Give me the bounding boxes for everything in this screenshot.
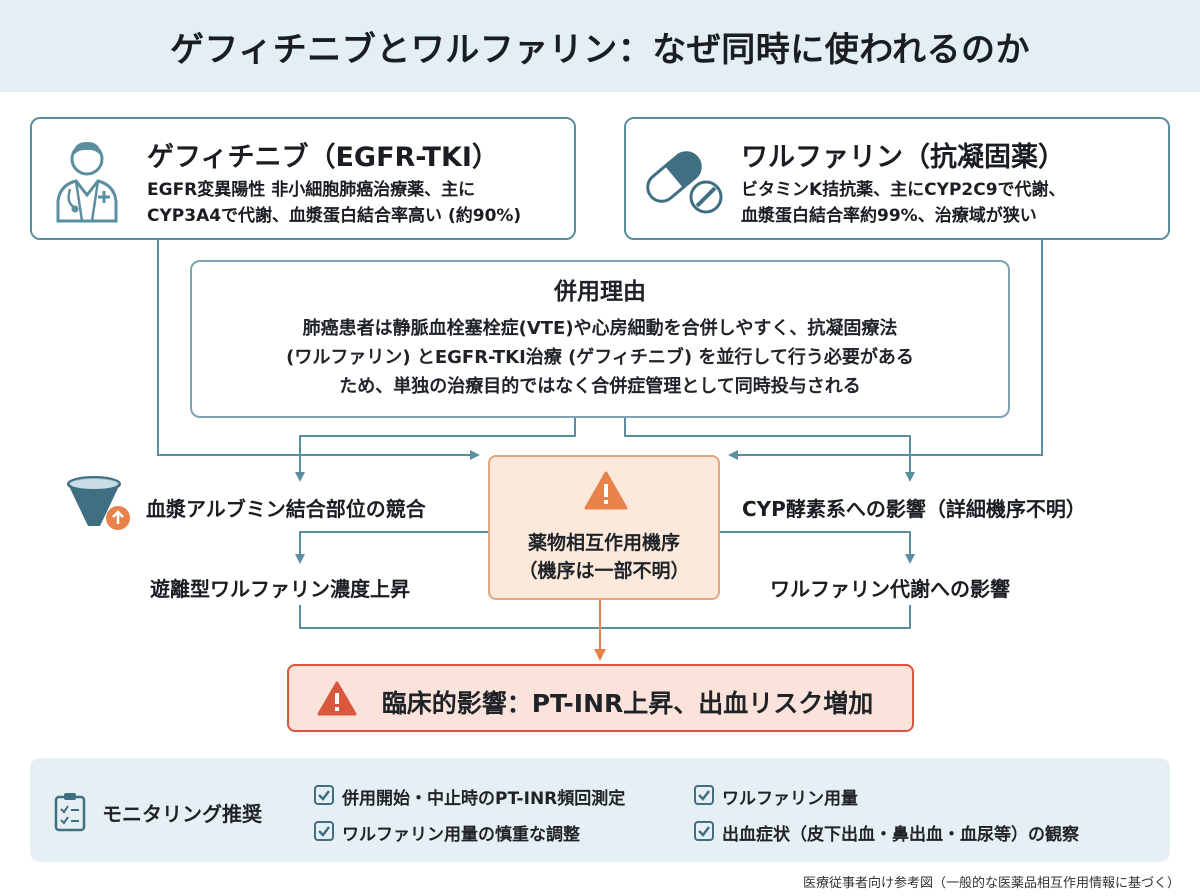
- funnel-up-icon: [67, 476, 130, 530]
- reason-title: 併用理由: [554, 279, 646, 305]
- title-bar: ゲフィチニブとワルファリン：なぜ同時に使われるのか: [0, 0, 1200, 92]
- right-path-label1: CYP酵素系への影響（詳細機序不明）: [742, 497, 1086, 521]
- reason-body: 肺癌患者は静脈血栓塞栓症(VTE)や心房細動を合併しやすく、抗凝固療法 (ワルフ…: [212, 314, 988, 401]
- warning-icon: [317, 681, 357, 716]
- reason-line2: (ワルファリン) とEGFR-TKI治療 (ゲフィチニブ) を並行して行う必要が…: [286, 347, 914, 368]
- connector-reason-to-left-path: [295, 418, 576, 482]
- clipboard-icon: [54, 793, 86, 832]
- mechanism-text: 薬物相互作用機序 （機序は一部不明）: [490, 529, 718, 585]
- left-path-label2: 遊離型ワルファリン濃度上昇: [150, 577, 410, 601]
- monitor-item-2-label: ワルファリン用量: [722, 789, 858, 809]
- monitor-item-3-label: ワルファリン用量の慎重な調整: [342, 825, 580, 845]
- mechanism-line1: 薬物相互作用機序: [527, 532, 680, 554]
- right-path-label2: ワルファリン代謝への影響: [770, 577, 1010, 601]
- checkbox-checked-icon: [314, 821, 334, 841]
- reason-line1: 肺癌患者は静脈血栓塞栓症(VTE)や心房細動を合併しやすく、抗凝固療法: [302, 318, 898, 339]
- gefitinib-desc-line1: EGFR変異陽性 非小細胞肺癌治療薬、主に: [147, 180, 476, 200]
- left-path-label1: 血漿アルブミン結合部位の競合: [146, 497, 426, 521]
- gefitinib-box: ゲフィチニブ（EGFR-TKI） EGFR変異陽性 非小細胞肺癌治療薬、主に C…: [30, 117, 576, 240]
- pill-icon: [646, 151, 723, 214]
- warning-icon: [584, 471, 628, 510]
- warfarin-box: ワルファリン（抗凝固薬） ビタミンK拮抗薬、主にCYP2C9で代謝、 血漿蛋白結…: [624, 117, 1170, 240]
- gefitinib-title: ゲフィチニブ（EGFR-TKI）: [147, 142, 499, 173]
- clinical-impact-box: 臨床的影響：PT-INR上昇、出血リスク増加: [287, 664, 914, 732]
- connector-gefitinib-to-mechanism: [157, 240, 480, 460]
- connector-warfarin-to-mechanism: [728, 240, 1043, 460]
- checkbox-checked-icon: [694, 785, 714, 805]
- clinical-impact-text: 臨床的影響：PT-INR上昇、出血リスク増加: [381, 689, 874, 718]
- connector-mechanism-to-right-label: [720, 531, 915, 564]
- footnote: 医療従事者向け参考図（一般的な医薬品相互作用情報に基づく）: [802, 876, 1180, 891]
- page-title: ゲフィチニブとワルファリン：なぜ同時に使われるのか: [169, 30, 1031, 70]
- monitor-item-1-label: 併用開始・中止時のPT-INR頻回測定: [342, 789, 626, 809]
- monitoring-title: モニタリング推奨: [102, 802, 262, 826]
- reason-box: 併用理由 肺癌患者は静脈血栓塞栓症(VTE)や心房細動を合併しやすく、抗凝固療法…: [190, 260, 1010, 418]
- mechanism-line2: （機序は一部不明）: [518, 560, 690, 582]
- gefitinib-desc-line2: CYP3A4で代謝、血漿蛋白結合率高い (約90%): [147, 206, 522, 226]
- warfarin-desc-line1: ビタミンK拮抗薬、主にCYP2C9で代謝、: [741, 180, 1066, 200]
- connector-left-merge: [299, 605, 600, 629]
- reason-line3: ため、単独の治療目的ではなく合併症管理として同時投与される: [339, 376, 861, 397]
- monitoring-panel: モニタリング推奨 併用開始・中止時のPT-INR頻回測定 ワルファリン用量 ワル…: [30, 758, 1170, 862]
- connector-mechanism-to-left-label: [295, 531, 488, 564]
- warfarin-title: ワルファリン（抗凝固薬）: [741, 142, 1065, 173]
- connector-reason-to-right-path: [624, 418, 915, 482]
- doctor-icon: [56, 141, 118, 223]
- mechanism-box: 薬物相互作用機序 （機序は一部不明）: [488, 455, 720, 600]
- checkbox-checked-icon: [314, 785, 334, 805]
- monitor-item-4-label: 出血症状（皮下出血・鼻出血・血尿等）の観察: [722, 825, 1079, 845]
- warfarin-desc-line2: 血漿蛋白結合率約99%、治療域が狭い: [741, 206, 1037, 226]
- checkbox-checked-icon: [694, 821, 714, 841]
- connector-right-merge: [600, 605, 911, 629]
